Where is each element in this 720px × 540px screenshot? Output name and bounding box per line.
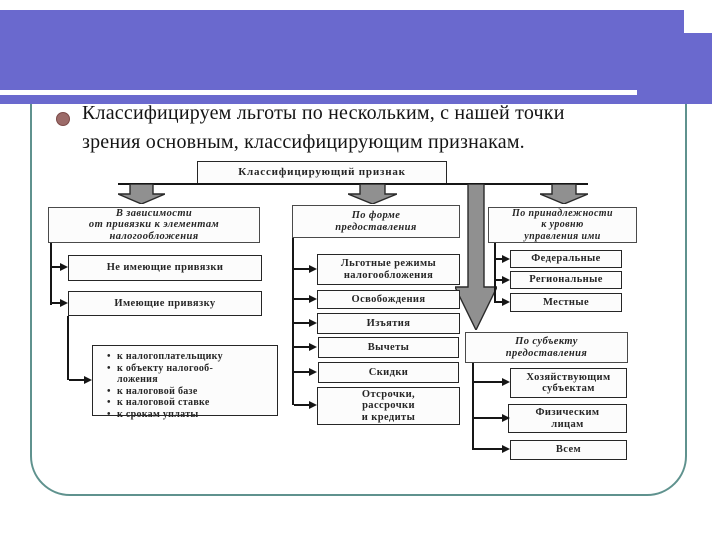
level-box: Местные — [510, 293, 622, 312]
level-box: Федеральные — [510, 250, 622, 268]
band-corner-notch — [684, 0, 720, 33]
connector-line — [474, 381, 502, 383]
list-item: к объекту налогооб- ложения — [107, 363, 273, 386]
arrowhead-right-icon — [502, 378, 510, 386]
arrowhead-right-icon — [60, 299, 68, 307]
arrowhead-right-icon — [309, 401, 317, 409]
arrowhead-right-icon — [60, 263, 68, 271]
connector-line — [50, 243, 52, 305]
subject-box: Физическим лицам — [508, 404, 627, 433]
form-box: Льготные режимы налогообложения — [317, 254, 460, 285]
link-targets-list-box: к налогоплательщику к объекту налогооб- … — [92, 345, 278, 420]
arrowhead-right-icon — [309, 343, 317, 351]
arrowhead-right-icon — [309, 295, 317, 303]
connector-line — [118, 183, 588, 185]
list-item: к налогоплательщику — [107, 351, 273, 363]
form-box: Освобождения — [317, 290, 460, 309]
connector-line — [294, 298, 309, 300]
no-link-box: Не имеющие привязки — [68, 255, 262, 281]
connector-line — [292, 238, 294, 405]
arrowhead-right-icon — [309, 319, 317, 327]
arrowhead-right-icon — [502, 298, 510, 306]
block-arrow-down-icon — [118, 184, 165, 204]
root-box: Классифицирующий признак — [197, 161, 447, 184]
list-item: к налоговой базе — [107, 386, 273, 398]
connector-line — [494, 243, 496, 303]
band-divider-line — [0, 90, 637, 95]
connector-line — [294, 268, 309, 270]
long-block-arrow-down-icon — [455, 184, 497, 330]
block-arrow-down-icon — [540, 184, 588, 204]
arrowhead-right-icon — [84, 376, 92, 384]
connector-line — [474, 417, 502, 419]
arrowhead-right-icon — [502, 445, 510, 453]
has-link-box: Имеющие привязку — [68, 291, 262, 316]
attachment-header-box: В зависимости от привязки к элементам на… — [48, 207, 260, 243]
form-box: Изъятия — [317, 313, 460, 334]
connector-line — [52, 302, 60, 304]
block-arrow-down-icon — [348, 184, 397, 204]
form-box: Вычеты — [318, 337, 459, 358]
connector-line — [496, 279, 502, 281]
arrowhead-right-icon — [309, 368, 317, 376]
connector-line — [294, 404, 309, 406]
connector-line — [472, 363, 474, 450]
bullet-marker-icon — [56, 112, 70, 126]
connector-line — [294, 322, 309, 324]
subject-box: Хозяйствующим субъектам — [510, 368, 627, 398]
subject-box: Всем — [510, 440, 627, 460]
slide-bullet-text: Классифицируем льготы по нескольким, с н… — [82, 102, 565, 153]
form-box: Скидки — [318, 362, 459, 383]
connector-line — [294, 371, 309, 373]
connector-line — [294, 346, 309, 348]
list-item: к срокам уплаты — [107, 409, 273, 421]
arrowhead-right-icon — [502, 414, 510, 422]
connector-line — [67, 316, 69, 380]
arrowhead-right-icon — [502, 255, 510, 263]
level-header-box: По принадлежности к уровню управления им… — [488, 207, 637, 243]
connector-line — [496, 301, 502, 303]
connector-line — [52, 266, 60, 268]
form-header-box: По форме предоставления — [292, 205, 460, 238]
arrowhead-right-icon — [502, 276, 510, 284]
list-item: к налоговой ставке — [107, 397, 273, 409]
title-band — [0, 10, 712, 104]
subject-header-box: По субъекту предоставления — [465, 332, 628, 363]
level-box: Региональные — [510, 271, 622, 289]
connector-line — [69, 379, 84, 381]
connector-line — [474, 448, 502, 450]
arrowhead-right-icon — [309, 265, 317, 273]
form-box: Отсрочки, рассрочки и кредиты — [317, 387, 460, 425]
connector-line — [496, 258, 502, 260]
